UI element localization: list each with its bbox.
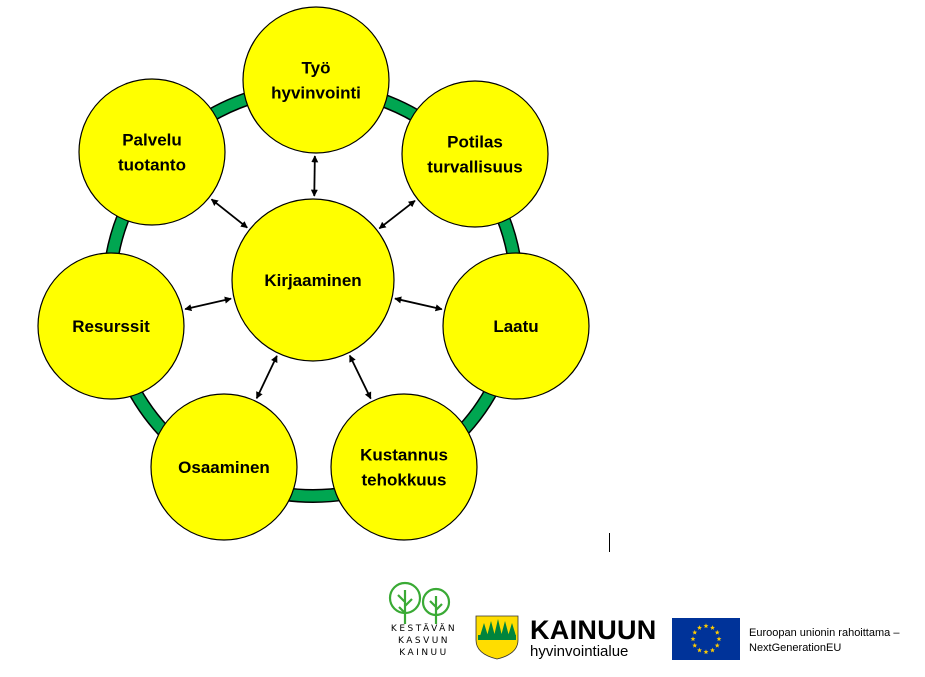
node-tyo-label: hyvinvointi	[271, 84, 361, 103]
node-kustannus: Kustannus tehokkuus	[330, 393, 478, 541]
node-tyo-label: Työ	[302, 59, 331, 78]
eu-funding-logo: Euroopan unionin rahoittama – NextGenera…	[672, 618, 922, 662]
node-resurssit-label: Resurssit	[72, 317, 150, 336]
node-osaaminen-circle	[150, 393, 298, 541]
kainuun-name: KAINUUN	[530, 615, 657, 645]
text-cursor	[609, 533, 610, 552]
node-laatu: Laatu	[442, 252, 590, 400]
node-kustannus-circle	[330, 393, 478, 541]
node-potilas-circle	[401, 80, 549, 228]
kasvun-line-2: KASVUN	[397, 636, 451, 646]
eu-star	[692, 642, 698, 648]
node-potilas: Potilas turvallisuus	[401, 80, 549, 228]
kasvun-line-3: KAINUU	[399, 648, 449, 658]
node-palvelu-label: Palvelu	[122, 131, 182, 150]
kasvun-line-1: KESTÄVÄN	[390, 624, 458, 634]
node-kirjaaminen-circle	[231, 198, 395, 362]
node-laatu-label: Laatu	[493, 317, 538, 336]
eu-text-line-1: Euroopan unionin rahoittama –	[749, 627, 900, 639]
node-laatu-circle	[442, 252, 590, 400]
kainuun-subtitle: hyvinvointialue	[530, 643, 629, 660]
eu-star	[716, 636, 722, 642]
node-potilas-label: turvallisuus	[427, 158, 522, 177]
eu-star	[697, 625, 702, 630]
node-resurssit: Resurssit	[37, 252, 185, 400]
arrow-potilas	[378, 199, 416, 230]
kestavan-kasvun-kainuu-logo: KESTÄVÄN KASVUN KAINUU	[384, 580, 464, 662]
eu-star	[703, 623, 709, 629]
node-kustannus-label: Kustannus	[360, 446, 448, 465]
node-kirjaaminen: Kirjaaminen	[231, 198, 395, 362]
eu-text-line-2: NextGenerationEU	[749, 642, 842, 654]
arrow-osaaminen	[255, 355, 278, 400]
node-potilas-label: Potilas	[447, 133, 503, 152]
kainuun-hyvinvointialue-logo: KAINUUN hyvinvointialue	[474, 614, 664, 662]
eu-star	[714, 642, 720, 648]
eu-star	[703, 649, 709, 655]
arrow-kustannus	[348, 354, 372, 400]
node-tyo: Työ hyvinvointi	[242, 6, 390, 154]
eu-star	[692, 629, 698, 635]
node-palvelu-label: tuotanto	[118, 156, 186, 175]
node-resurssit-circle	[37, 252, 185, 400]
eu-star	[710, 625, 715, 630]
node-kirjaaminen-label: Kirjaaminen	[264, 271, 361, 290]
eu-star	[697, 647, 702, 653]
trees-icon	[388, 581, 451, 624]
node-tyo-circle	[242, 6, 390, 154]
eu-star	[710, 647, 715, 653]
arrow-resurssit	[184, 296, 232, 312]
arrow-tyo	[310, 155, 319, 197]
node-palvelu: Palvelu tuotanto	[78, 78, 226, 226]
arrow-palvelu	[210, 198, 248, 229]
node-palvelu-circle	[78, 78, 226, 226]
node-kustannus-label: tehokkuus	[361, 471, 446, 490]
eu-star	[714, 629, 720, 635]
eu-star	[690, 636, 696, 642]
eu-flag-icon	[672, 618, 740, 660]
arrow-laatu	[394, 296, 443, 312]
node-osaaminen: Osaaminen	[150, 393, 298, 541]
kainuu-crest-icon	[475, 615, 519, 660]
node-osaaminen-label: Osaaminen	[178, 458, 270, 477]
